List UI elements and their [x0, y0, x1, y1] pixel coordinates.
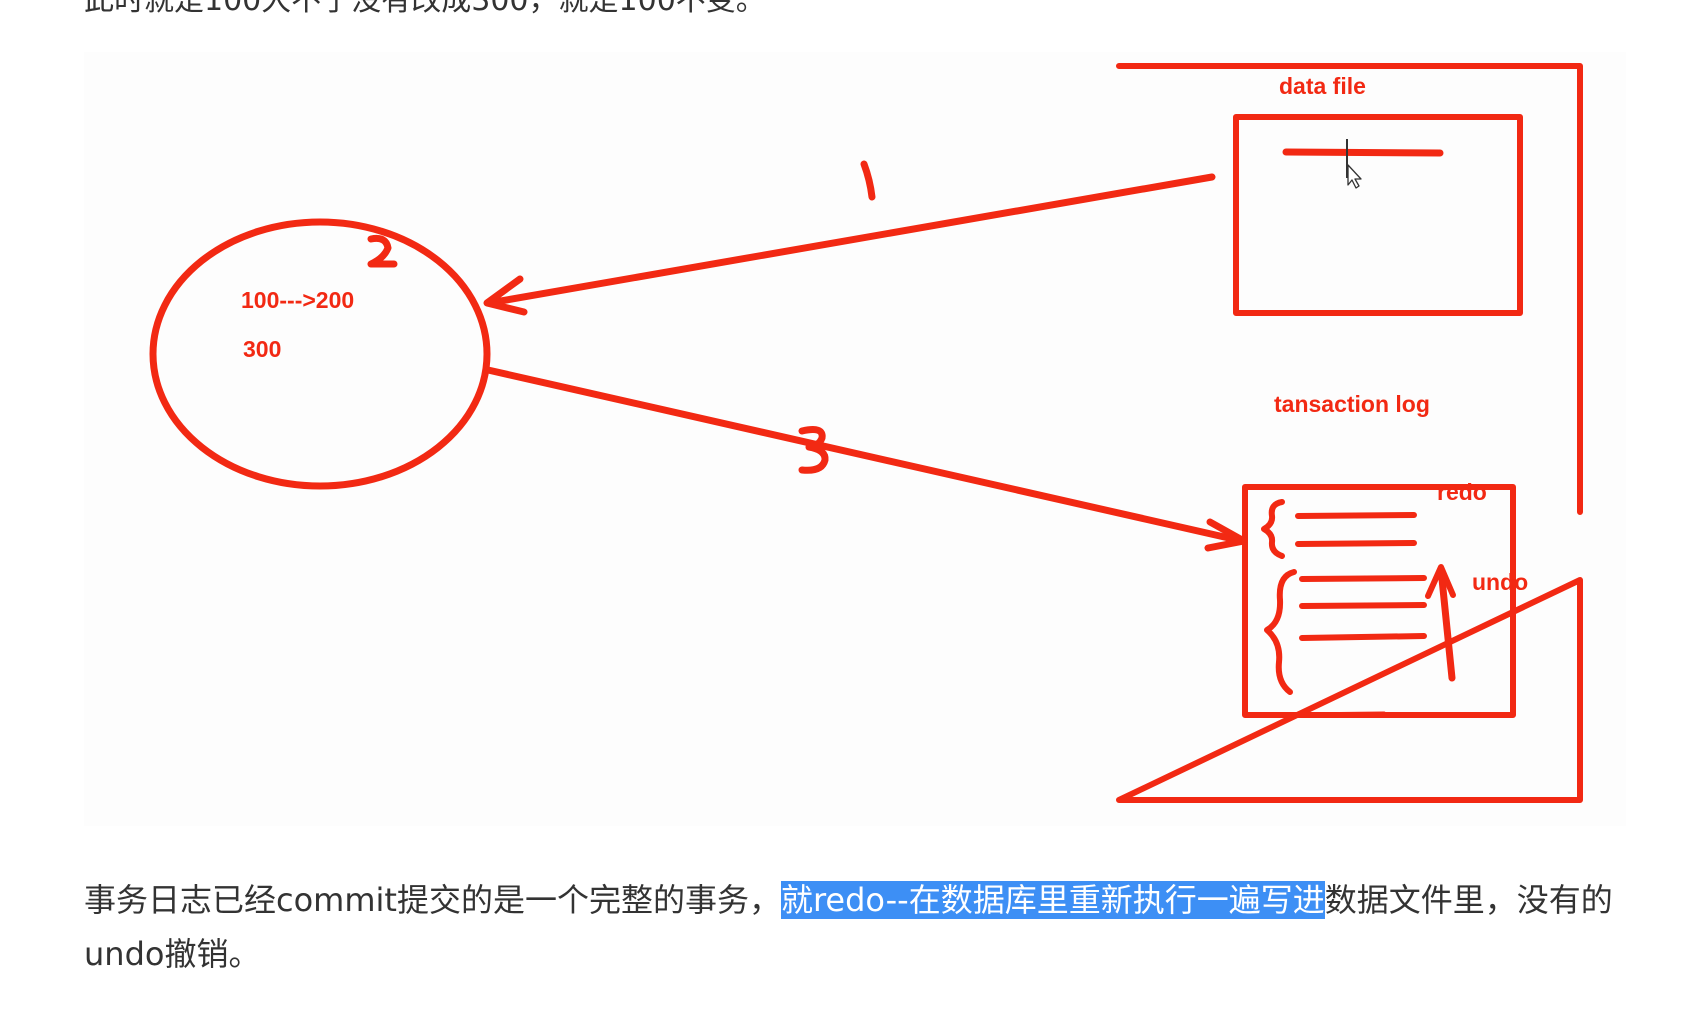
paragraph-part-2: 数据文件里，没有的 [1324, 881, 1613, 919]
diagram-canvas: data file 100--->200 300 tansaction log … [149, 63, 1583, 803]
redo-line-1 [1295, 512, 1417, 519]
selected-text-highlight[interactable]: 就redo--在数据库里重新执行一遍写进 [780, 881, 1325, 919]
redo-line-2 [1295, 540, 1417, 547]
undo-up-arrow [1437, 565, 1456, 682]
write-arrow [484, 366, 1246, 545]
memory-value-300: 300 [243, 336, 281, 362]
top-paragraph-text: 此时就是100大不了没有改成300，就是100不变。 [84, 0, 766, 18]
read-arrow-head [483, 275, 528, 316]
undo-line-1 [1299, 575, 1427, 582]
mouse-cursor-icon [1346, 139, 1362, 189]
paragraph-part-1: 事务日志已经commit提交的是一个完整的事务， [84, 881, 781, 919]
transaction-log-label: tansaction log [1274, 391, 1430, 417]
undo-line-2 [1299, 602, 1427, 609]
redo-brace [1261, 499, 1285, 559]
step-1-label: 1 [860, 201, 861, 203]
paragraph-line-2: undo撤销。 [84, 935, 261, 973]
storage-outer-box [1116, 63, 1583, 803]
data-file-box [1233, 114, 1523, 316]
memory-circle [149, 218, 491, 490]
explanation-paragraph: 事务日志已经commit提交的是一个完整的事务，就redo--在数据库里重新执行… [84, 873, 1644, 981]
step-3-mark [798, 426, 829, 474]
undo-label: undo [1472, 569, 1528, 595]
step-1-mark [860, 160, 876, 201]
memory-value-change: 100--->200 [241, 287, 354, 313]
undo-line-3 [1299, 633, 1427, 641]
write-arrow-head [1204, 518, 1248, 552]
step-2-mark [367, 234, 398, 268]
data-file-record [1282, 148, 1444, 157]
log-box-bottom-mark [1291, 711, 1387, 718]
undo-up-arrow-head [1425, 564, 1456, 599]
read-arrow [485, 173, 1216, 307]
redo-label: redo [1437, 479, 1487, 505]
transaction-log-box [1242, 484, 1516, 718]
data-file-label: data file [1279, 73, 1366, 99]
undo-brace [1264, 569, 1297, 695]
transaction-log-diagram: data file 100--->200 300 tansaction log … [84, 52, 1626, 826]
